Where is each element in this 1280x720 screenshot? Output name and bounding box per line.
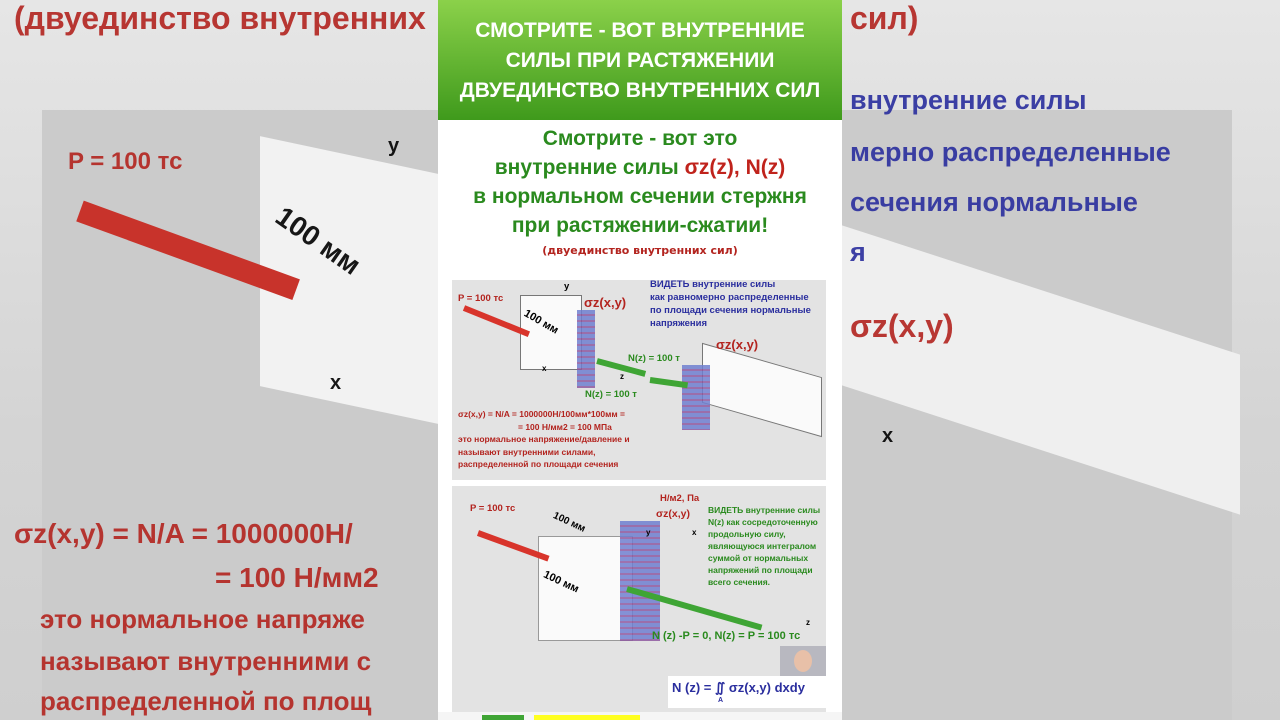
axis-label: y (564, 281, 570, 292)
stress-section (682, 365, 710, 430)
note-line: ВИДЕТЬ внутренние силы (708, 505, 821, 515)
note-line: N(z) как сосредоточенную (708, 517, 818, 527)
heading-line: в нормальном сечении стержня (473, 185, 807, 208)
note-line: напряжений по площади (708, 565, 813, 575)
formula-subscript: A (718, 697, 724, 704)
diagram-panel-2: P = 100 тс 100 мм 100 мм Н/м2, Па σz(x,y… (452, 486, 826, 712)
note-line: это нормальное напряжение/давление и (458, 434, 630, 444)
bg-text: x (330, 372, 342, 394)
heading-subtitle: (двуединство внутренних сил) (542, 244, 738, 257)
bar-left (520, 295, 582, 370)
axis-label: y (646, 528, 651, 537)
note-line: продольную силу, (708, 529, 786, 539)
note-line: по площади сечения нормальные (650, 305, 811, 316)
heading-line: при растяжении-сжатии! (511, 214, 769, 237)
bg-text: σz(x,y) (850, 308, 954, 344)
bg-text: я (850, 237, 866, 267)
banner-line: ДВУЕДИНСТВО ВНУТРЕННИХ СИЛ (459, 79, 821, 102)
bg-text: сил) (850, 0, 919, 36)
bg-text: мерно распределенные (850, 137, 1171, 167)
bg-text: P = 100 тс (68, 148, 183, 175)
bg-text: сечения нормальные (850, 187, 1138, 217)
bottom-strip (438, 712, 842, 720)
banner-line: СИЛЫ ПРИ РАСТЯЖЕНИИ (505, 49, 775, 72)
n-label: N(z) = 100 т (628, 353, 680, 364)
presenter-avatar (780, 646, 826, 676)
heading-sigma: σz(z), N(z) (684, 156, 786, 179)
force-label: P = 100 тс (470, 503, 516, 514)
axis-label: x (692, 528, 697, 537)
blue-note: ВИДЕТЬ внутренние силы как равномерно ра… (650, 280, 811, 330)
integral-formula: N (z) = ∬ σz(x,y) dxdy A (668, 676, 826, 708)
heading: Смотрите - вот это внутренние силы σz(z)… (438, 120, 842, 257)
formula-text: N (z) = ∬ σz(x,y) dxdy (672, 680, 805, 695)
green-note: ВИДЕТЬ внутренние силы N(z) как сосредот… (708, 504, 820, 588)
units-label: Н/м2, Па (660, 493, 700, 504)
dimension-label: 100 мм (551, 510, 587, 535)
bg-text: распределенной по площ (40, 686, 372, 716)
banner-line: СМОТРИТЕ - ВОТ ВНУТРЕННИЕ (475, 19, 805, 42)
stress-section (620, 521, 660, 641)
bg-text: σz(x,y) = N/A = 1000000Н/ (14, 518, 353, 549)
bg-text: y (388, 135, 400, 157)
diagram-panel-1: P = 100 тс y 100 мм σz(x,y) σz(x,y) N(z)… (452, 280, 826, 480)
axis-label: z (620, 372, 624, 381)
bg-text: это нормальное напряже (40, 604, 365, 634)
note-line: напряжения (650, 318, 707, 329)
bg-text: называют внутренними с (40, 646, 372, 676)
n-label: N(z) = 100 т (585, 389, 637, 400)
note-line: = 100 Н/мм2 = 100 МПа (518, 421, 612, 432)
short-video-card: СМОТРИТЕ - ВОТ ВНУТРЕННИЕ СИЛЫ ПРИ РАСТЯ… (438, 0, 842, 720)
note-line: как равномерно распределенные (650, 292, 809, 303)
equilibrium-equation: N (z) -P = 0, N(z) = P = 100 тс (652, 630, 801, 642)
heading-line: Смотрите - вот это (542, 127, 738, 150)
red-note: σz(x,y) = N/A = 1000000Н/100мм*100мм = =… (458, 408, 630, 471)
force-label: P = 100 тс (458, 293, 504, 304)
axis-label: z (806, 618, 810, 627)
note-line: являющуюся интегралом (708, 541, 817, 551)
bar-right (702, 342, 822, 438)
note-line: называют внутренними силами, (458, 446, 596, 457)
sigma-label: σz(x,y) (584, 295, 627, 310)
note-line: ВИДЕТЬ внутренние силы (650, 280, 776, 290)
bg-text: внутренние силы (850, 85, 1087, 115)
bg-text: x (882, 425, 894, 447)
sigma-label: σz(x,y) (656, 508, 691, 520)
bg-text: (двуединство внутренних (14, 0, 426, 36)
heading-line: внутренние силы (494, 156, 685, 179)
note-line: σz(x,y) = N/A = 1000000Н/100мм*100мм = (458, 409, 625, 419)
axis-label: x (542, 364, 547, 373)
note-line: суммой от нормальных (708, 553, 809, 563)
stress-section (577, 310, 595, 388)
bar-block (538, 536, 633, 641)
bg-text: = 100 Н/мм2 (215, 562, 379, 593)
note-line: всего сечения. (708, 577, 771, 587)
sigma-label: σz(x,y) (716, 337, 759, 352)
title-banner: СМОТРИТЕ - ВОТ ВНУТРЕННИЕ СИЛЫ ПРИ РАСТЯ… (438, 0, 842, 120)
note-line: распределенной по площади сечения (458, 459, 619, 469)
